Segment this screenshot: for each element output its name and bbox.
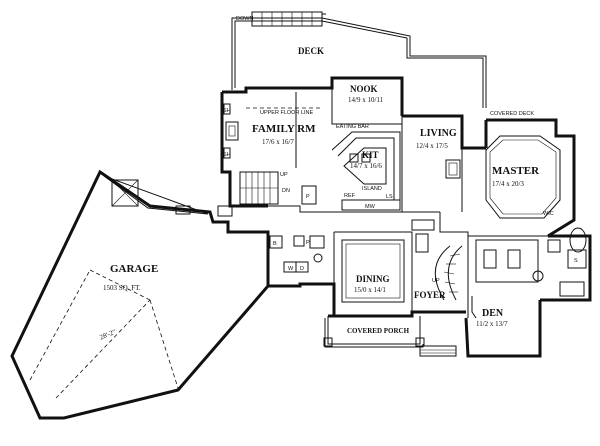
den: DEN 11/2 x 13/7 [471, 239, 539, 328]
family-room-size: 17/6 x 16/7 [262, 138, 294, 146]
garage-size: 1503 SQ. FT. [103, 284, 141, 292]
deck: DOWN DECK [231, 11, 487, 108]
sh-label-1: SH [223, 108, 231, 114]
wic-label: WIC [543, 211, 554, 217]
deck-stairs [251, 11, 323, 27]
porch-steps [419, 345, 457, 357]
den-title: DEN [482, 308, 504, 319]
foyer: UP FOYER [414, 233, 463, 301]
eating-bar-label: EATING BAR [336, 124, 369, 130]
den-size: 11/2 x 13/7 [476, 320, 508, 328]
deck-title: DECK [298, 46, 324, 56]
covered-deck-label: COVERED DECK [490, 111, 534, 117]
master-size: 17/4 x 20/3 [492, 180, 524, 188]
nook-size: 14/9 x 10/11 [348, 96, 384, 104]
living: LIVING 12/4 x 17/5 [416, 128, 461, 179]
covered-porch-title: COVERED PORCH [347, 327, 410, 335]
kitchen-size: 14/7 x 16/6 [350, 162, 382, 170]
pantry-label: P [306, 194, 310, 200]
nook-title: NOOK [350, 84, 378, 94]
pantry-label-2: P [306, 240, 310, 246]
foyer-up-label: UP [432, 278, 440, 284]
garage: GARAGE 1503 SQ. FT. 28'-2" [10, 169, 270, 420]
house-walls [220, 76, 592, 358]
nook: NOOK 14/9 x 10/11 [348, 84, 384, 104]
dining: DINING 15/0 x 14/1 [341, 239, 405, 303]
kitchen: EATING BAR KIT 14/7 x 16/6 ISLAND REF MW… [331, 124, 401, 211]
bath-label: B [273, 241, 277, 247]
island-label: ISLAND [362, 186, 382, 192]
stair-up-label: UP [280, 172, 288, 178]
covered-porch: COVERED PORCH [323, 316, 457, 357]
stair-dn-label: DN [282, 188, 290, 194]
foyer-curved-stair [434, 245, 463, 301]
fireplace [225, 121, 239, 141]
garage-stair-box [111, 179, 139, 207]
master-title: MASTER [492, 165, 540, 177]
kitchen-title: KIT [362, 150, 379, 160]
washer-label: W [288, 266, 294, 272]
ls-label: LS [386, 194, 393, 200]
ref-label: REF [344, 193, 356, 199]
mw-label: MW [365, 204, 376, 210]
living-title: LIVING [420, 128, 457, 139]
shower-label: S [574, 258, 578, 264]
dining-size: 15/0 x 14/1 [354, 286, 386, 294]
dining-title: DINING [356, 274, 390, 284]
upper-floor-line-label: UPPER FLOOR LINE [260, 110, 314, 116]
family-stairs [239, 171, 279, 205]
living-size: 12/4 x 17/5 [416, 142, 448, 150]
master-bath: S WIC [532, 211, 587, 297]
deck-down-label: DOWN [236, 16, 253, 22]
foyer-title: FOYER [414, 290, 446, 300]
garage-dimension: 28'-2" [98, 328, 117, 342]
garage-title: GARAGE [110, 263, 158, 275]
dryer-label: D [300, 266, 304, 272]
family-room-title: FAMILY RM [252, 123, 316, 135]
kitchen-island [343, 147, 387, 185]
family-room: UPPER FLOOR LINE FAMILY RM 17/6 x 16/7 S… [223, 103, 320, 205]
utility-area: B W D P [269, 219, 435, 273]
sh-label-2: SH [223, 152, 231, 158]
master: COVERED DECK MASTER 17/4 x 20/3 S WIC [485, 111, 587, 297]
